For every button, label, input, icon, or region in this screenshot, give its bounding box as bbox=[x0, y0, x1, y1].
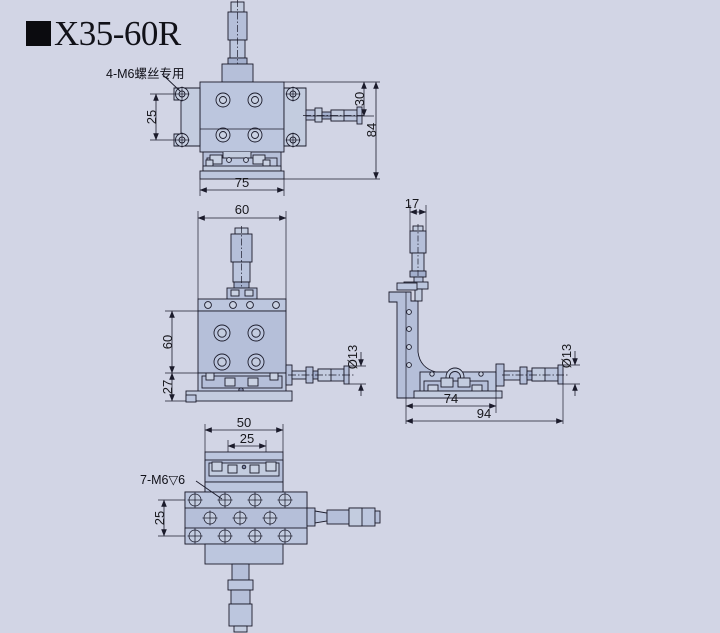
dim-30-84-right bbox=[284, 81, 380, 180]
dim-d13-side-label: Ø13 bbox=[559, 344, 574, 369]
front-view-body bbox=[197, 310, 287, 374]
dim-d13-front-label: Ø13 bbox=[345, 345, 360, 370]
side-view-bracket bbox=[388, 291, 497, 399]
front-view-micrometer-horizontal bbox=[285, 364, 354, 386]
dim-75-label: 75 bbox=[235, 175, 249, 190]
side-view-micrometer-vertical bbox=[403, 224, 429, 302]
dim-60-27-left bbox=[165, 310, 198, 402]
top-view bbox=[150, 0, 380, 196]
dim-25-left-bottom bbox=[158, 499, 185, 537]
dim-94-label: 94 bbox=[477, 406, 491, 421]
dim-17-top bbox=[409, 205, 427, 231]
bottom-view-plate bbox=[184, 491, 308, 545]
dim-60-left-label: 60 bbox=[160, 335, 175, 349]
dim-27-label: 27 bbox=[160, 380, 175, 394]
top-view-right-tab bbox=[283, 87, 307, 147]
note-7m6-label: 7-M6▽6 bbox=[140, 473, 185, 487]
dim-84-label: 84 bbox=[364, 123, 379, 137]
dim-25-left-label: 25 bbox=[144, 110, 159, 124]
top-view-counterbores bbox=[215, 92, 263, 143]
dim-d13-side bbox=[563, 351, 580, 396]
front-view-carriage bbox=[185, 372, 293, 403]
top-view-carriage bbox=[199, 151, 285, 180]
top-view-note-leader bbox=[161, 73, 181, 92]
bottom-view-lower-block bbox=[204, 543, 284, 565]
front-view-counterbores bbox=[213, 324, 265, 371]
side-view-micrometer-horizontal bbox=[495, 363, 568, 387]
dim-50-label: 50 bbox=[237, 415, 251, 430]
dim-d13-front bbox=[349, 352, 366, 396]
bottom-view bbox=[158, 424, 381, 633]
dim-25-left bbox=[150, 93, 174, 141]
top-view-left-tab bbox=[173, 87, 201, 147]
side-view-base bbox=[413, 367, 503, 399]
dim-25-left-bottom-label: 25 bbox=[152, 511, 167, 525]
side-view bbox=[388, 205, 580, 424]
front-view-top-plate bbox=[197, 298, 287, 312]
page-title: X35-60R bbox=[26, 16, 181, 51]
dim-60-top-label: 60 bbox=[235, 202, 249, 217]
note-4m6-label: 4-M6螺丝专用 bbox=[106, 66, 184, 81]
top-view-micrometer-horizontal bbox=[303, 106, 364, 125]
dim-74-94-bottom bbox=[405, 292, 564, 424]
dimension-text-layer: 4-M6螺丝专用 25 30 84 75 60 60 27 Ø13 17 74 … bbox=[106, 66, 574, 525]
top-view-body bbox=[199, 81, 285, 153]
dim-50-25-top bbox=[204, 424, 284, 452]
dim-74-label: 74 bbox=[444, 391, 458, 406]
dim-75-bottom bbox=[199, 179, 285, 196]
front-view-micrometer-vertical bbox=[226, 226, 258, 300]
side-view-bracket-holes bbox=[406, 309, 412, 368]
top-view-micrometer-vertical bbox=[221, 0, 254, 83]
front-view bbox=[165, 211, 366, 403]
dim-30-label: 30 bbox=[352, 92, 367, 106]
dim-17-label: 17 bbox=[405, 196, 419, 211]
side-view-top-strip bbox=[396, 282, 418, 291]
bottom-view-note-leader bbox=[195, 480, 223, 500]
square-bullet-icon bbox=[26, 21, 51, 46]
bottom-view-rail bbox=[204, 451, 284, 493]
dim-60-top bbox=[197, 211, 287, 299]
bottom-view-micrometer-horizontal bbox=[306, 507, 381, 527]
bottom-view-micrometer-vertical bbox=[227, 563, 254, 633]
page-title-label: X35-60R bbox=[54, 14, 181, 53]
dim-25-top-label: 25 bbox=[240, 431, 254, 446]
